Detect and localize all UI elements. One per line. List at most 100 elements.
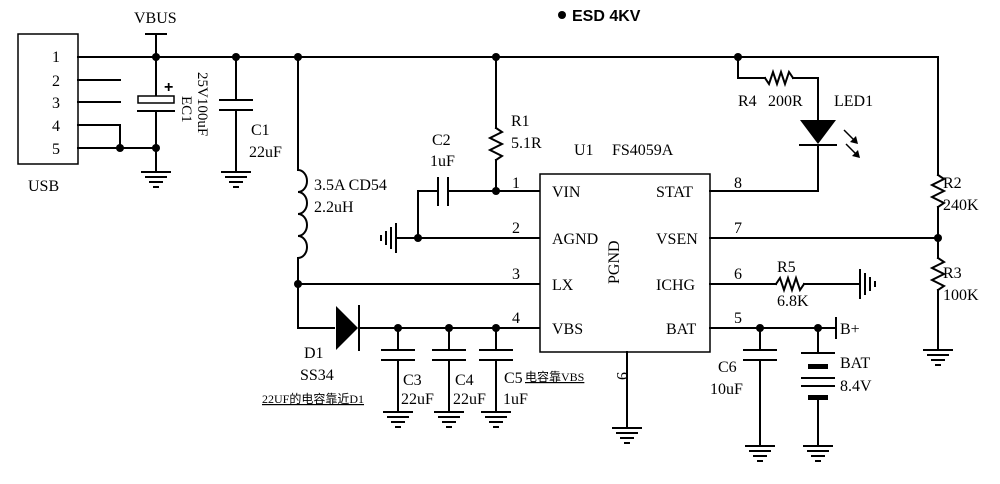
esd-note-text: ESD 4KV (572, 8, 641, 25)
r4-ref: R4 (738, 93, 757, 110)
pin-pgnd-name: PGND (606, 240, 623, 284)
usb-pin-4: 4 (52, 118, 60, 135)
pin-lx-name: LX (552, 277, 574, 294)
esd-note: ESD 4KV (558, 8, 641, 25)
r2-ref: R2 (943, 175, 962, 192)
led-emission-arrowhead (850, 136, 858, 144)
pin-6-number: 6 (734, 266, 742, 283)
ground-symbol (803, 445, 833, 462)
ground-symbol (612, 427, 642, 444)
bplus-label: B+ (840, 321, 860, 338)
d1-ref: D1 (304, 345, 324, 362)
r4-resistor: R4 200R (737, 56, 803, 110)
c2-ref: C2 (432, 132, 451, 149)
inductor-spec: 3.5A CD54 (314, 177, 387, 194)
ec1-ref: EC1 (178, 96, 194, 123)
inductor-coil (296, 168, 308, 260)
ground-symbol (859, 269, 876, 299)
junction-dot (116, 144, 124, 152)
battery: BAT 8.4V (801, 327, 872, 447)
junction-dot (414, 234, 422, 242)
c1-ref: C1 (251, 122, 270, 139)
r4-zigzag (763, 68, 795, 88)
ground-symbol (481, 411, 511, 428)
usb-pin-5: 5 (52, 141, 60, 158)
note-near-vbs: 电容靠VBS (525, 369, 584, 384)
ic-ref: U1 (574, 142, 594, 159)
r1-zigzag (487, 126, 505, 162)
r5-value: 6.8K (777, 293, 809, 310)
pin-agnd-name: AGND (552, 231, 598, 248)
ec1-capacitor: + 25V100uF EC1 (137, 56, 210, 173)
usb-pin-2: 2 (52, 73, 60, 90)
r5-zigzag (774, 274, 806, 294)
usb-pin4-wire (77, 124, 121, 149)
r1-value: 5.1R (511, 135, 542, 152)
vbus-label: VBUS (134, 10, 177, 27)
junction-dot (232, 53, 240, 61)
pin-4-number: 4 (512, 310, 520, 327)
ground-symbol (383, 411, 413, 428)
r3-resistor: R3 100K (929, 256, 979, 351)
bat-ref: BAT (840, 355, 870, 372)
pin-5-number: 5 (734, 310, 742, 327)
ground-symbol (923, 349, 953, 366)
r1-resistor: R1 5.1R (487, 56, 542, 192)
pin-3-number: 3 (512, 266, 520, 283)
ground-symbol (221, 171, 251, 188)
c2-capacitor: C2 1uF (417, 132, 541, 239)
ec1-polarity: + (164, 79, 173, 96)
d1-triangle (336, 306, 358, 350)
pin-2-number: 2 (512, 220, 520, 237)
c6-ref: C6 (718, 359, 737, 376)
led-anode-wire (792, 77, 819, 121)
stat-wire (709, 144, 819, 192)
ground-symbol (745, 445, 775, 462)
r2-zigzag (929, 173, 947, 209)
inductor-value: 2.2uH (314, 199, 354, 216)
bat-value: 8.4V (840, 378, 872, 395)
r5-resistor: R5 6.8K (774, 259, 861, 310)
junction-dot (152, 144, 160, 152)
usb-pin-3: 3 (52, 95, 60, 112)
usb-pin-1: 1 (52, 49, 60, 66)
inductor: 3.5A CD54 2.2uH (296, 56, 387, 329)
ground-symbol (380, 223, 397, 253)
c5-ref: C5 (504, 370, 523, 387)
c2-value: 1uF (430, 153, 455, 170)
c4-value: 22uF (453, 391, 486, 408)
ic-part: FS4059A (612, 142, 674, 159)
bullet-icon (558, 11, 566, 19)
c3-capacitor: C3 22uF (381, 327, 434, 413)
r4-value: 200R (768, 93, 803, 110)
led-emission-arrowhead (852, 150, 860, 158)
c1-capacitor: C1 22uF (219, 56, 282, 173)
c4-ref: C4 (455, 372, 474, 389)
ec1-value: 25V100uF (194, 72, 210, 136)
c5-value: 1uF (503, 391, 528, 408)
c4-capacitor: C4 22uF (432, 327, 486, 413)
ic-body (539, 173, 711, 353)
r2-resistor: R2 240K (929, 56, 979, 259)
ic-u1: U1 FS4059A 1 VIN 2 AGND 3 LX 4 VBS 8 STA… (512, 142, 742, 380)
pin-7-number: 7 (734, 220, 742, 237)
r2-value: 240K (943, 197, 979, 214)
c3-ref: C3 (403, 372, 422, 389)
c1-value: 22uF (249, 144, 282, 161)
c6-capacitor: C6 10uF (710, 327, 777, 447)
r3-ref: R3 (943, 265, 962, 282)
junction-dot (934, 234, 942, 242)
led1-ref: LED1 (834, 93, 873, 110)
pin-vbs-name: VBS (552, 321, 583, 338)
pin-1-number: 1 (512, 175, 520, 192)
junction-dot (734, 53, 742, 61)
pin-ichg-name: ICHG (656, 277, 696, 294)
r1-ref: R1 (511, 113, 530, 130)
pin-vin-name: VIN (552, 184, 581, 201)
c5-capacitor: C5 1uF (479, 327, 528, 413)
ground-symbol (141, 171, 171, 188)
note-near-d1: 22UF的电容靠近D1 (262, 391, 364, 406)
pin-9-number: 9 (613, 372, 630, 380)
usb-connector: 1 2 3 4 5 USB (17, 33, 121, 195)
r3-value: 100K (943, 287, 979, 304)
